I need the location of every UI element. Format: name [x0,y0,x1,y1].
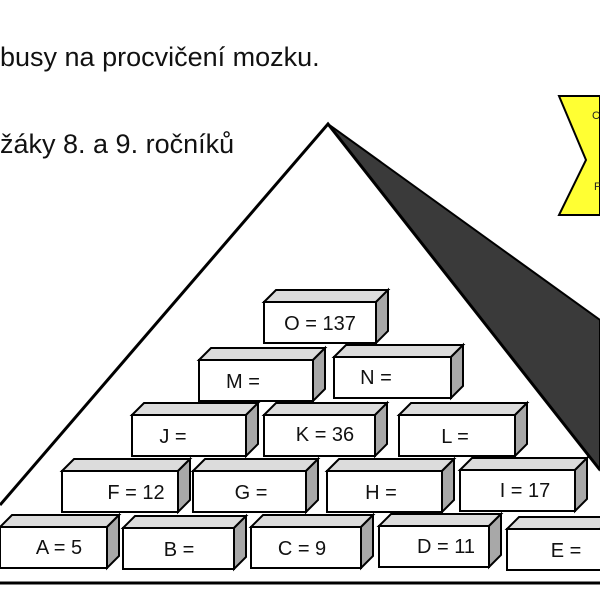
brick-m: M = [196,345,328,404]
brick-c: C = 9 [248,512,376,571]
badge-bottom-letter: F [594,181,600,193]
brick-j: J = [129,400,261,459]
brick-j-label: J = [159,426,186,448]
intro-text-line-2: žáky 8. a 9. ročníků [0,129,235,159]
pyramid-outline [0,121,600,506]
brick-a: A = 5 [0,512,122,571]
intro-text-line-1: busy na procvičení mozku. [0,42,320,72]
brick-d: D = 11 [376,511,504,570]
brick-i-label: I = 17 [500,480,551,502]
brick-d-label: D = 11 [417,536,475,558]
hourglass-icon [557,95,600,216]
brick-o-label: O = 137 [284,313,356,335]
brick-m-label: M = [226,371,260,393]
brick-b-label: B = [164,539,195,561]
badge-top-letter: C [592,110,600,122]
brick-c-label: C = 9 [278,538,326,560]
brick-l-label: L = [441,426,469,448]
hourglass-badge: C F [557,95,600,216]
brick-f-label: F = 12 [107,482,164,504]
brick-n: N = [331,342,466,401]
brick-e: E = [504,516,600,571]
brick-g: G = [190,456,321,515]
brick-a-label: A = 5 [36,537,82,559]
brick-h: H = [324,456,457,515]
brick-b: B = [120,513,249,572]
brick-n-label: N = [360,367,392,389]
brick-k-label: K = 36 [296,424,354,446]
brick-k: K = 36 [261,400,390,459]
brick-f: F = 12 [59,456,193,515]
brick-e-label: E = [551,540,582,562]
brick-g-label: G = [235,482,268,504]
brick-o: O = 137 [261,287,391,346]
brick-h-label: H = [365,482,397,504]
brick-i: I = 17 [457,455,590,514]
brick-l: L = [396,400,530,459]
